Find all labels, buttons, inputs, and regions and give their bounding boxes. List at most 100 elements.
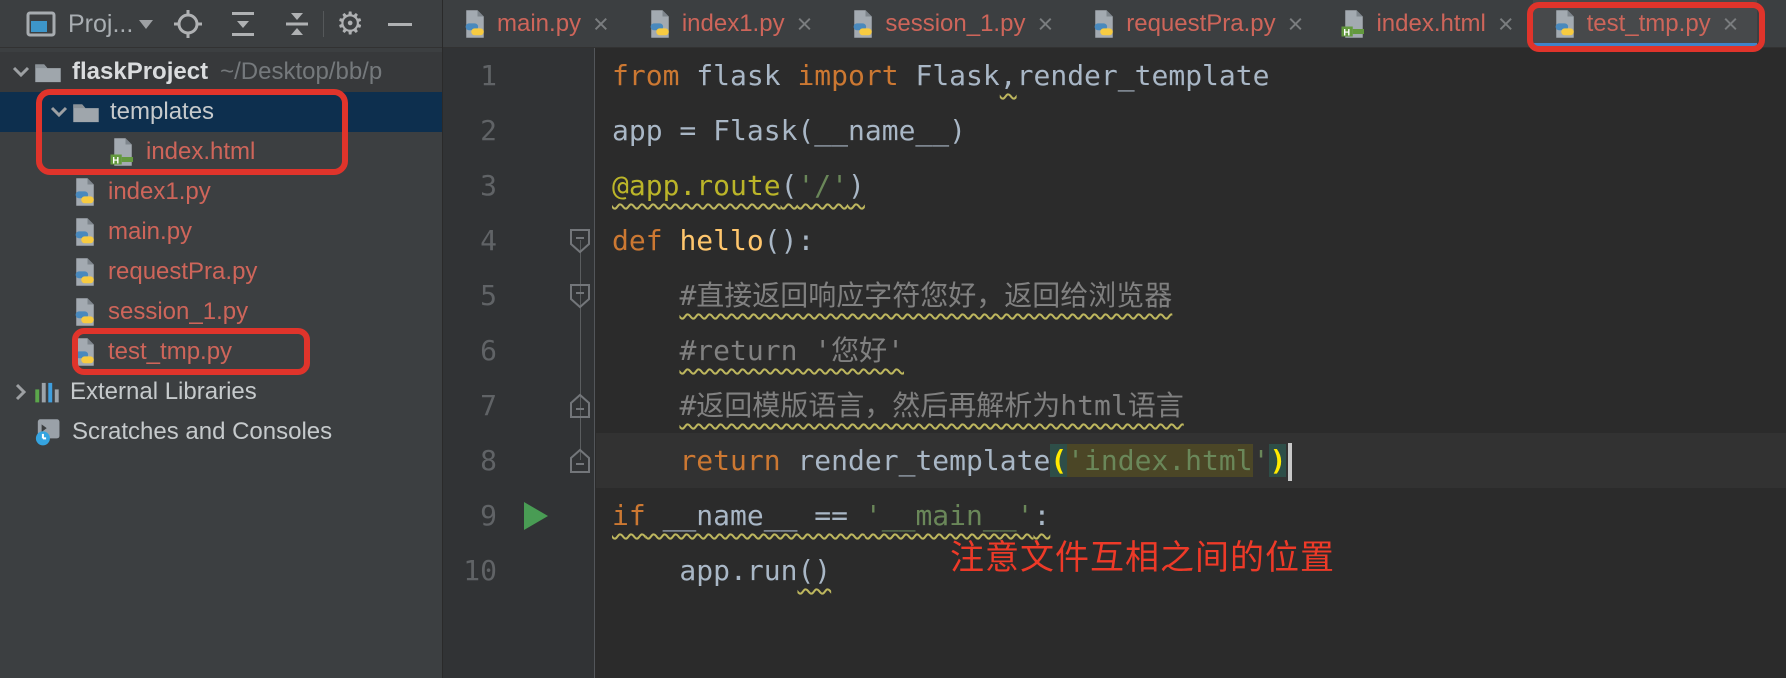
text-cursor (1288, 443, 1293, 481)
editor-tab-bar: main.py×index1.py×session_1.py×requestPr… (443, 0, 1786, 52)
settings-gear-icon[interactable]: ⚙ (336, 6, 365, 42)
line-number: 10 (463, 554, 497, 587)
project-path: ~/Desktop/bb/p (220, 58, 383, 85)
code-line-1[interactable]: 1 from flask import Flask,render_template (443, 48, 1786, 103)
code-line-10[interactable]: 10 app.run() (443, 543, 1786, 598)
python-icon (72, 337, 98, 367)
code-text: #return '您好' (679, 334, 905, 367)
tree-item-label: test_tmp.py (108, 338, 233, 365)
python-icon (72, 297, 98, 327)
annotation-note: 注意文件互相之间的位置 (950, 539, 1335, 577)
tree-item-flaskproject[interactable]: flaskProject~/Desktop/bb/p (0, 52, 442, 92)
line-number: 4 (480, 224, 497, 257)
line-number: 6 (480, 334, 497, 367)
close-icon[interactable]: × (1722, 8, 1739, 39)
svg-text:H: H (1344, 27, 1351, 37)
python-icon (72, 257, 98, 287)
code-line-3[interactable]: 3 @app.route('/') (443, 158, 1786, 213)
chevron-down-icon[interactable] (8, 66, 34, 78)
tab-label: index1.py (681, 10, 785, 37)
tree-item-test-tmp-py[interactable]: test_tmp.py (0, 332, 442, 372)
code-text: @app.route('/') (612, 169, 865, 202)
tree-item-label: session_1.py (108, 298, 249, 325)
fold-start-icon[interactable] (569, 283, 591, 314)
close-icon[interactable]: × (593, 8, 609, 39)
code-editor[interactable]: 1 from flask import Flask,render_template… (443, 48, 1786, 678)
tree-item-main-py[interactable]: main.py (0, 212, 442, 252)
tree-item-requestpra-py[interactable]: requestPra.py (0, 252, 442, 292)
code-text: return render_template('index.html') (612, 433, 1293, 488)
code-text: def hello(): (612, 224, 815, 257)
tab-index1-py[interactable]: index1.py × (628, 0, 832, 48)
fold-end-icon[interactable] (569, 393, 591, 424)
tree-item-scratches-and-consoles[interactable]: Scratches and Consoles (0, 412, 442, 452)
code-line-4[interactable]: 4 def hello(): (443, 213, 1786, 268)
project-panel-title[interactable]: Proj... (68, 9, 134, 38)
line-number: 5 (480, 279, 497, 312)
line-number: 1 (480, 59, 497, 92)
folder-icon (34, 60, 62, 84)
fold-end-icon[interactable] (569, 448, 591, 479)
close-icon[interactable]: × (796, 8, 813, 39)
line-number: 2 (480, 114, 497, 147)
tab-main-py[interactable]: main.py× (443, 0, 628, 48)
tree-item-index1-py[interactable]: index1.py (0, 172, 442, 212)
close-icon[interactable]: × (1037, 8, 1054, 39)
svg-text:H: H (112, 155, 119, 165)
project-tool-window-icon[interactable] (26, 7, 56, 41)
code-text: from flask import Flask,render_template (612, 59, 1270, 92)
folder-icon (72, 100, 100, 124)
code-text: #直接返回响应字符您好，返回给浏览器 (679, 279, 1173, 312)
chevron-down-icon[interactable] (139, 19, 154, 29)
code-line-5[interactable]: 5 #直接返回响应字符您好，返回给浏览器 (443, 268, 1786, 323)
tree-item-templates[interactable]: templates (0, 92, 442, 132)
collapse-all-icon[interactable] (283, 7, 311, 41)
tab-test-tmp-py[interactable]: test_tmp.py × (1526, 0, 1766, 52)
python-icon (72, 177, 98, 207)
tab-label: session_1.py (885, 10, 1026, 37)
code-text: #返回模版语言，然后再解析为html语言 (679, 389, 1184, 422)
code-line-7[interactable]: 7 #返回模版语言，然后再解析为html语言 (443, 378, 1786, 433)
tab-label: index.html (1376, 10, 1486, 37)
expand-all-icon[interactable] (229, 7, 257, 41)
tree-item-external-libraries[interactable]: External Libraries (0, 372, 442, 412)
line-number: 8 (480, 444, 497, 477)
chevron-down-icon[interactable] (46, 106, 72, 118)
close-icon[interactable]: × (1287, 8, 1304, 39)
tree-item-label: main.py (108, 218, 193, 245)
python-icon (462, 9, 488, 39)
tree-item-label: index1.py (108, 178, 211, 205)
tab-requestPra-py[interactable]: requestPra.py × (1072, 0, 1322, 48)
code-line-8[interactable]: 8 return render_template('index.html') (443, 433, 1786, 488)
tab-label: test_tmp.py (1586, 10, 1711, 37)
tree-item-label: requestPra.py (108, 258, 258, 285)
tab-label: requestPra.py (1126, 10, 1276, 37)
chevron-right-icon[interactable] (8, 383, 34, 401)
editor-gutter (443, 48, 595, 678)
libraries-icon (34, 379, 60, 405)
close-icon[interactable]: × (1497, 8, 1514, 39)
python-icon (1552, 9, 1578, 39)
tree-item-session-1-py[interactable]: session_1.py (0, 292, 442, 332)
code-line-6[interactable]: 6 #return '您好' (443, 323, 1786, 378)
fold-start-icon[interactable] (569, 228, 591, 259)
html-icon: H (110, 137, 136, 167)
hide-panel-icon[interactable] (388, 7, 413, 41)
code-text: if __name__ == '__main__': (612, 499, 1051, 532)
locate-icon[interactable] (173, 7, 203, 41)
fold-guide-line (580, 240, 581, 460)
top-bar: Proj... (0, 0, 1786, 52)
line-number: 3 (480, 169, 497, 202)
code-text: app.run() (612, 554, 832, 587)
tree-item-label: index.html (146, 138, 256, 165)
tree-item-label: Scratches and Consoles (72, 418, 333, 445)
tab-session-1-py[interactable]: session_1.py × (831, 0, 1072, 48)
python-icon (647, 9, 673, 39)
python-icon (72, 217, 98, 247)
run-icon[interactable] (524, 502, 548, 530)
